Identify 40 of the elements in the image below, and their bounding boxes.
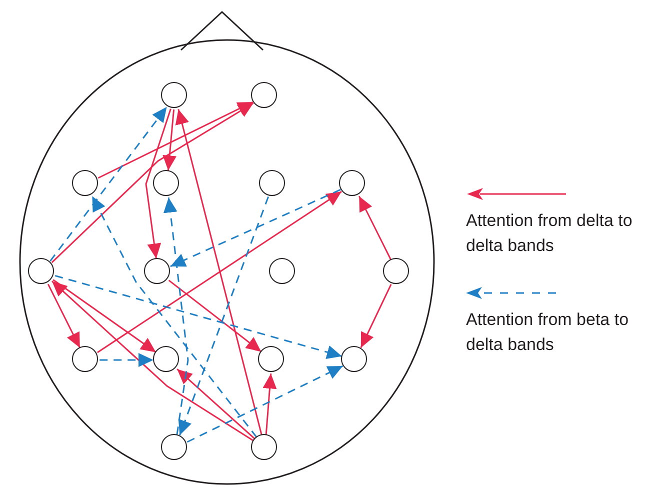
electrode-circle: [161, 82, 188, 108]
electrode-circle: [341, 346, 368, 372]
dashed-arrow: [54, 274, 342, 359]
arrow: [358, 196, 392, 260]
electrode-circle: [339, 170, 366, 196]
electrode-circle: [259, 170, 286, 196]
dashed-arrow: [186, 365, 344, 443]
electrode-circle: [251, 434, 278, 460]
electrode-circle: [28, 258, 54, 284]
arrow: [176, 368, 256, 440]
dashed-arrow: [100, 353, 154, 367]
dashed-arrow: [178, 196, 269, 436]
arrow: [96, 190, 342, 354]
dashed-arrow: [92, 196, 258, 438]
electrode-circle: [72, 346, 98, 372]
legend-text: Attention from beta to delta bands: [466, 309, 630, 356]
legend-text: Attention from delta to delta bands: [466, 210, 634, 257]
electrode-circle: [258, 346, 284, 372]
dashed-arrow: [163, 197, 189, 435]
dashed-arrow: [170, 188, 341, 268]
arrow: [98, 101, 254, 179]
arrow: [360, 284, 392, 348]
arrow: [168, 280, 262, 352]
arrow: [262, 374, 277, 434]
electrode-circle: [161, 434, 188, 460]
arrow: [52, 280, 254, 442]
arrow: [51, 102, 254, 264]
electrode-circle: [251, 82, 278, 108]
electrode-circle: [72, 170, 98, 196]
electrode-circle: [153, 170, 180, 196]
arrow: [47, 284, 81, 348]
dashed-arrow: [50, 106, 168, 262]
arrow: [145, 108, 172, 259]
electrode-circle: [153, 346, 180, 372]
arrow: [52, 279, 156, 353]
arrow: [162, 109, 177, 171]
arrow: [175, 109, 262, 435]
electrode-circle: [383, 258, 410, 284]
electrode-circle: [269, 258, 296, 284]
electrode-circle: [144, 258, 170, 284]
